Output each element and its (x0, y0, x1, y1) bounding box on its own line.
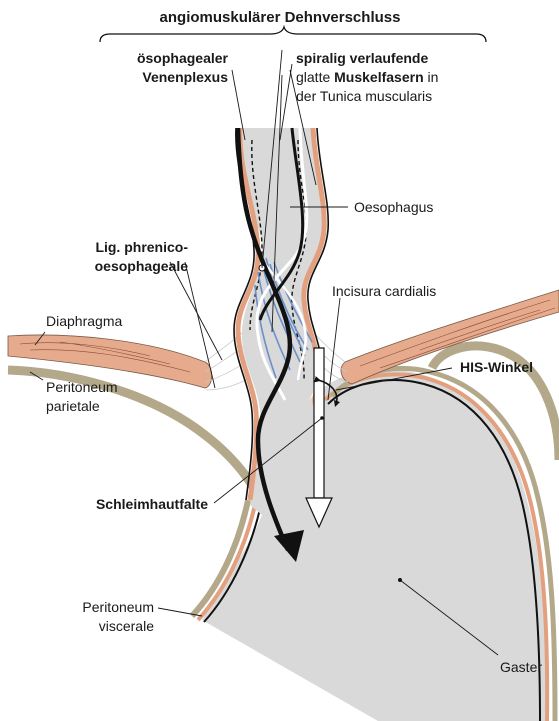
label-peritoneum-viscerale-1: Peritoneum (82, 599, 154, 615)
label-muscle-line1: spiralig verlaufende (296, 50, 428, 66)
label-oesophagus: Oesophagus (354, 199, 433, 215)
label-muscle-line2: glatte Muskelfasern in (296, 69, 438, 85)
gaster-point (398, 578, 402, 582)
label-diaphragm: Diaphragma (46, 313, 122, 329)
figure-title: angiomuskulärer Dehnverschluss (160, 9, 401, 26)
incisura-point (320, 416, 324, 420)
label-venous-plexus-2: Venenplexus (142, 69, 228, 85)
label-incisura: Incisura cardialis (332, 283, 436, 299)
label-venous-plexus-1: ösophagealer (137, 50, 229, 66)
label-mucosal-fold: Schleimhautfalte (96, 496, 208, 512)
label-muscle-line3: der Tunica muscularis (296, 88, 432, 104)
label-peritoneum-parietale-1: Peritoneum (46, 379, 118, 395)
label-peritoneum-parietale-2: parietale (46, 398, 100, 414)
title-brace (100, 27, 486, 42)
label-muscle-line2-bold: Muskelfasern (334, 69, 423, 85)
label-his-angle: HIS-Winkel (460, 359, 533, 375)
label-ligament-2: oesophageale (95, 258, 189, 274)
title-group: angiomuskulärer Dehnverschluss (100, 9, 486, 42)
label-stomach: Gaster (500, 659, 542, 675)
label-muscle-line2-prefix: glatte (296, 69, 334, 85)
label-muscle-line2-suffix: in (424, 69, 439, 85)
label-peritoneum-viscerale-2: viscerale (99, 618, 154, 634)
label-ligament-1: Lig. phrenico- (95, 239, 188, 255)
